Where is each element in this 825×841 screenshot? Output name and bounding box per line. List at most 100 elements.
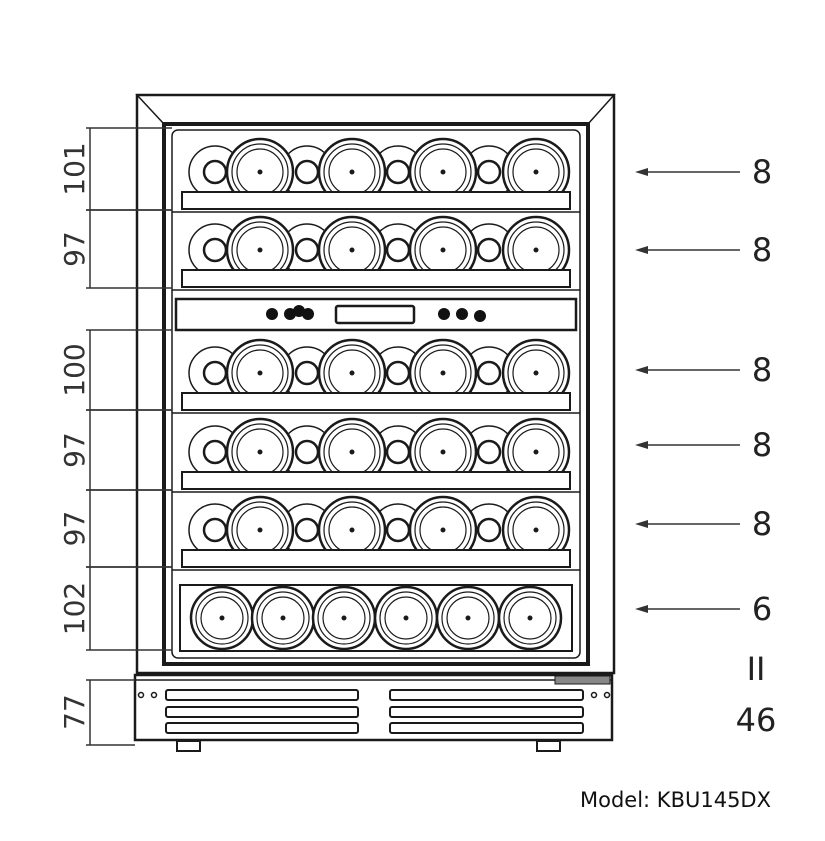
arrow-head-icon (635, 520, 648, 528)
bottle-punt (349, 169, 355, 175)
dimension-label: 77 (58, 694, 91, 730)
dimension-shelf (86, 329, 172, 411)
shelves (172, 137, 580, 652)
bottle-punt (533, 247, 539, 253)
shelf-row (172, 215, 580, 291)
bottle-punt (349, 370, 355, 376)
dimension-shelf (86, 566, 172, 651)
bottle-punt (440, 449, 446, 455)
dimension-label: 97 (58, 432, 91, 468)
capacity-arrow: 8 (635, 426, 772, 464)
bottle-neck (294, 439, 320, 465)
capacity-label: 8 (752, 351, 772, 389)
foot-left (176, 740, 201, 752)
bottle-punt (341, 615, 347, 621)
bottle-punt (257, 169, 263, 175)
bottle-neck (476, 439, 502, 465)
control-button[interactable] (266, 308, 278, 320)
bottle-punt (403, 615, 409, 621)
control-button[interactable] (438, 308, 450, 320)
bottle-punt (440, 370, 446, 376)
display-screen (334, 304, 416, 325)
bottle-punt (257, 527, 263, 533)
bottle-punt (280, 615, 286, 621)
capacity-arrow: 6 (635, 590, 772, 628)
bottle-punt (533, 449, 539, 455)
capacity-arrow: 8 (635, 153, 772, 191)
control-button[interactable] (474, 310, 486, 322)
bottle-punt (349, 449, 355, 455)
dimension-label: 97 (58, 511, 91, 547)
capacity-arrow: 8 (635, 505, 772, 543)
dimension-shelf (86, 127, 172, 211)
arrow-head-icon (635, 246, 648, 254)
dimension-label: 97 (58, 231, 91, 267)
bottle-punt (257, 247, 263, 253)
capacity-arrow: 8 (635, 231, 772, 269)
cabinet (133, 93, 616, 752)
door-bevel (135, 94, 616, 125)
bottle-punt (257, 370, 263, 376)
bottle-neck (202, 439, 228, 465)
bottle-punt (527, 615, 533, 621)
capacity-label: 8 (752, 505, 772, 543)
dimension-label: 102 (58, 582, 91, 635)
bottle-neck (202, 360, 228, 386)
bottle-neck (202, 517, 228, 543)
bottle-punt (533, 370, 539, 376)
capacity-label: 8 (752, 231, 772, 269)
dimension-shelf (86, 209, 172, 289)
bottle-neck (294, 517, 320, 543)
dimension-base (86, 679, 135, 746)
total-capacity: 46 (736, 701, 777, 739)
bottle-punt (440, 169, 446, 175)
capacity-label: 8 (752, 426, 772, 464)
shelf-row-bottom (179, 584, 573, 652)
dimension-annotations: 101 97 100 97 97 102 77 (58, 127, 172, 746)
control-button[interactable] (456, 308, 468, 320)
bottle-neck (385, 159, 411, 185)
shelf-row (172, 338, 580, 414)
bottle-punt (257, 449, 263, 455)
bottle-punt (219, 615, 225, 621)
bottle-punt (440, 527, 446, 533)
shelf-rail (181, 191, 571, 210)
bottle-neck (476, 237, 502, 263)
bottle-neck (294, 237, 320, 263)
shelf-row (172, 495, 580, 571)
capacity-arrow: 8 (635, 351, 772, 389)
arrow-head-icon (635, 168, 648, 176)
arrow-head-icon (635, 441, 648, 449)
shelf-rail (181, 549, 571, 568)
dimension-shelf (86, 409, 172, 491)
shelf-row (172, 417, 580, 493)
capacity-label: 6 (752, 590, 772, 628)
bottle-neck (294, 360, 320, 386)
bottle-punt (349, 247, 355, 253)
bottle-punt (533, 527, 539, 533)
dimension-shelf (86, 489, 172, 568)
bottle-neck (476, 517, 502, 543)
dimension-label: 100 (58, 343, 91, 396)
foot-right (536, 740, 561, 752)
bottle-punt (465, 615, 471, 621)
dimension-label: 101 (58, 142, 91, 195)
inner-frame (162, 122, 590, 666)
model-label: Model: KBU145DX (580, 788, 771, 812)
base-grille (133, 673, 614, 752)
bottle-neck (476, 360, 502, 386)
shelf-row (172, 137, 580, 213)
shelf-rail (181, 392, 571, 411)
bottle-neck (202, 237, 228, 263)
shelf-rail (181, 269, 571, 288)
control-button[interactable] (302, 308, 314, 320)
bottle-punt (349, 527, 355, 533)
door-bevel-left (137, 124, 164, 673)
arrow-head-icon (635, 366, 648, 374)
bottle-punt (440, 247, 446, 253)
arrow-head-icon (635, 605, 648, 613)
bottle-punt (533, 169, 539, 175)
bottle-neck (476, 159, 502, 185)
bottle-neck (385, 360, 411, 386)
